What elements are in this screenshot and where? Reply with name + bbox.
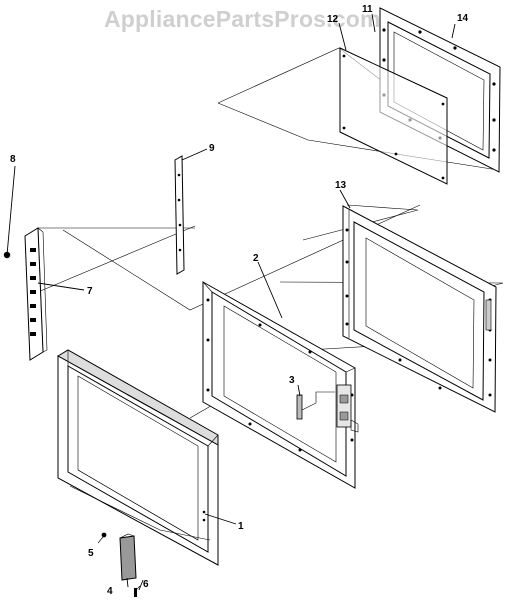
callout-8: 8	[10, 154, 16, 165]
callout-12: 12	[327, 14, 339, 25]
callout-3: 3	[289, 375, 295, 386]
latch-assembly	[336, 384, 359, 433]
callout-5: 5	[88, 548, 94, 559]
callout-2: 2	[253, 253, 259, 264]
watermark-text: AppliancePartsPros.com	[104, 6, 381, 32]
part-13-inner-door-panel	[342, 205, 497, 413]
callout-labels: 11 12 14 9 8 13 2 7 3 1 5 4 6	[10, 4, 469, 597]
callout-1: 1	[238, 521, 244, 532]
part-5-screw	[97, 532, 107, 544]
callout-7: 7	[87, 286, 93, 297]
part-8-screw	[3, 165, 16, 259]
callout-11: 11	[362, 4, 373, 15]
callout-4: 4	[107, 586, 113, 597]
part-12-mesh-panel	[339, 47, 448, 185]
part-2-door-frame	[202, 281, 359, 489]
leader-lines	[37, 13, 456, 591]
callout-9: 9	[209, 143, 215, 154]
part-9-hinge-strip	[174, 155, 185, 275]
callout-6: 6	[143, 579, 149, 590]
part-4-hinge-bracket	[119, 533, 137, 581]
callout-14: 14	[457, 13, 469, 24]
callout-13: 13	[335, 180, 347, 191]
part-7-hinge-plate	[24, 227, 48, 361]
part-1-door-choke	[57, 349, 219, 566]
part-6-screw	[134, 585, 141, 597]
